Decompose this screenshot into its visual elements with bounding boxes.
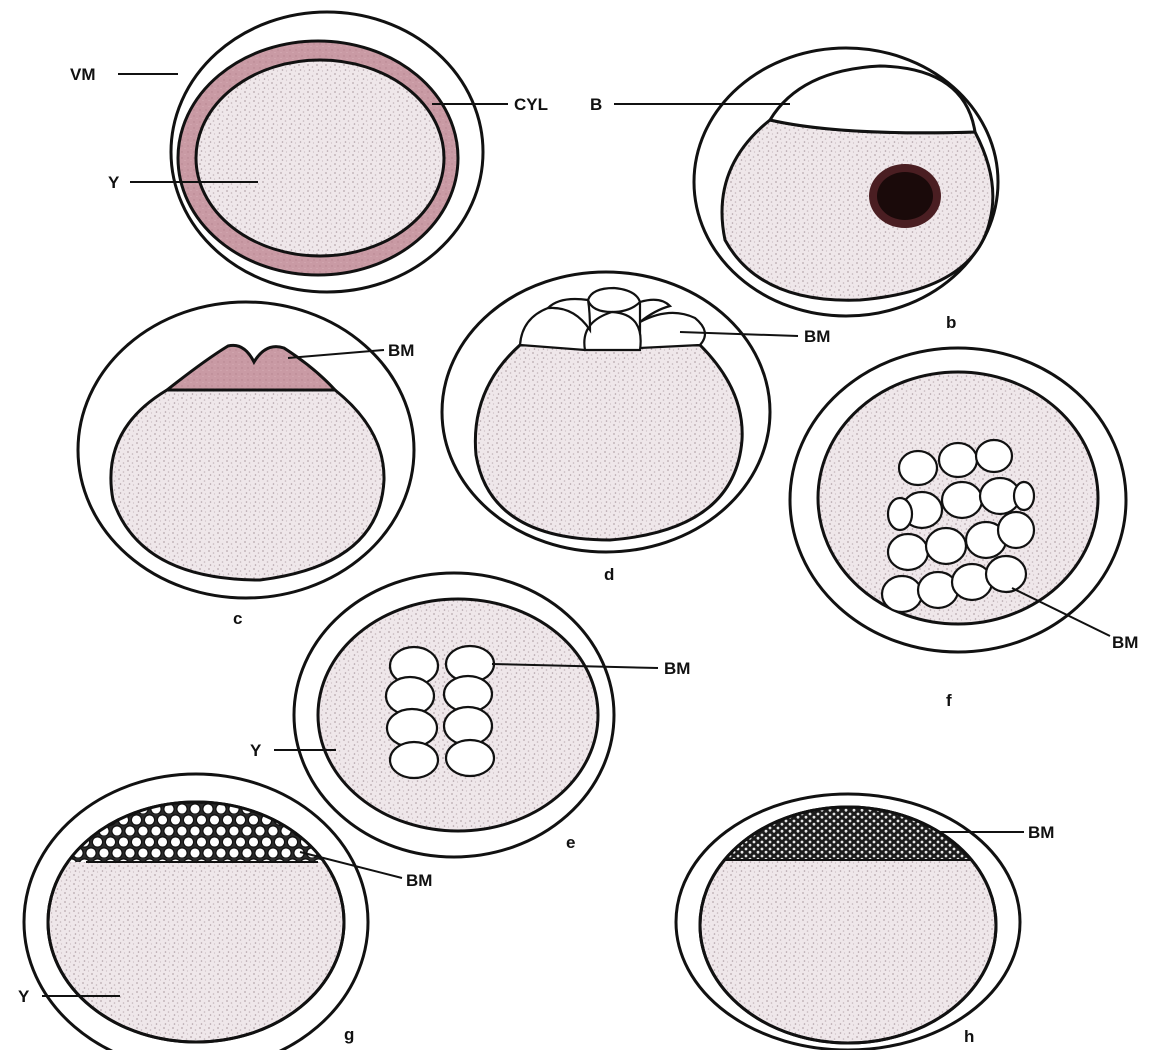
label-bm: BM [1028, 823, 1054, 842]
blastomere [446, 740, 494, 776]
label-y: Y [18, 987, 30, 1006]
label-vm: VM [70, 65, 96, 84]
yolk [111, 390, 384, 580]
label-bm: BM [388, 341, 414, 360]
blastomere [998, 512, 1034, 548]
label-bm: BM [1112, 633, 1138, 652]
yolk [196, 60, 444, 256]
panel-f: BM f [790, 348, 1138, 710]
blastomere [986, 556, 1026, 592]
caption-h: h [964, 1027, 974, 1046]
blastomere [1014, 482, 1034, 510]
label-bm: BM [664, 659, 690, 678]
label-cyl: CYL [514, 95, 548, 114]
panel-c: BM c [78, 302, 414, 628]
blastomere [899, 451, 937, 485]
label-bm: BM [804, 327, 830, 346]
blastomere [939, 443, 977, 477]
caption-c: c [233, 609, 242, 628]
blastomere [888, 498, 912, 530]
blastomere [640, 313, 705, 348]
label-b: B [590, 95, 602, 114]
label-y: Y [250, 741, 262, 760]
caption-e: e [566, 833, 575, 852]
blastomere [942, 482, 982, 518]
caption-d: d [604, 565, 614, 584]
yolk [475, 345, 742, 540]
panel-a: VM CYL Y a [70, 12, 548, 324]
blastomere [976, 440, 1012, 472]
blastomere [882, 576, 922, 612]
label-bm: BM [406, 871, 432, 890]
caption-f: f [946, 691, 952, 710]
caption-g: g [344, 1025, 354, 1044]
label-y: Y [108, 173, 120, 192]
blastomere [390, 742, 438, 778]
caption-b: b [946, 313, 956, 332]
panel-d: BM d [442, 272, 830, 584]
nucleus-core [877, 172, 933, 220]
yolk [722, 120, 993, 300]
panel-h: BM h [676, 790, 1054, 1050]
blastomere [926, 528, 966, 564]
blastomere [888, 534, 928, 570]
